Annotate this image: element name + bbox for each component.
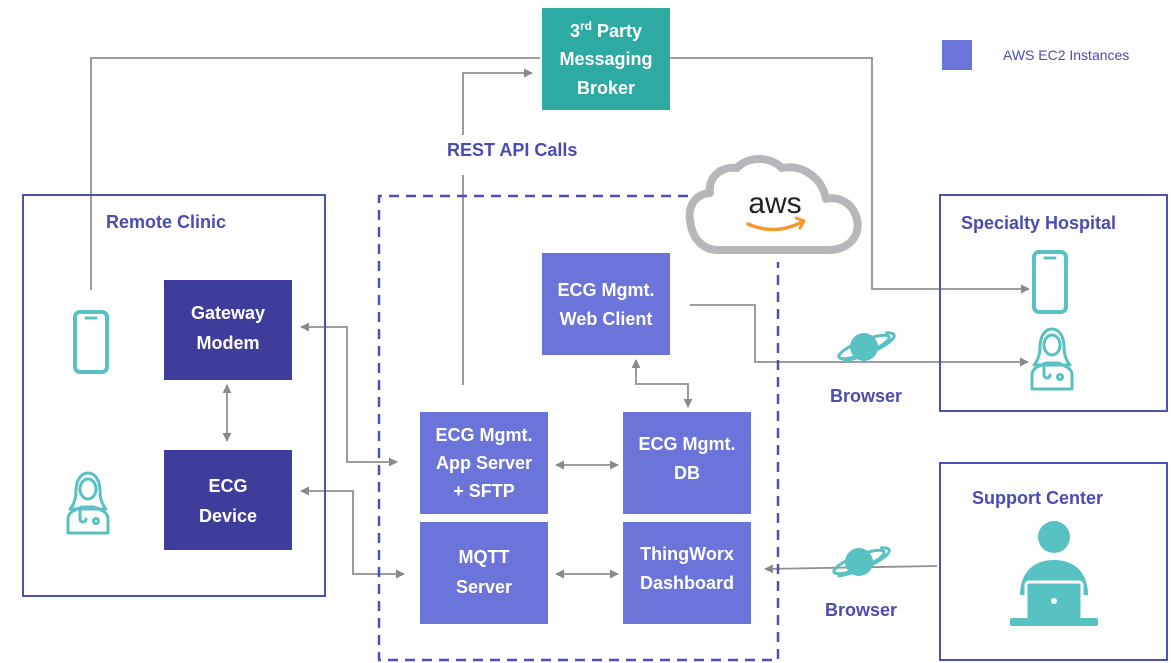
web-client-node xyxy=(542,253,670,355)
thingworx-line1: ThingWorx xyxy=(640,544,734,564)
remote-clinic-title: Remote Clinic xyxy=(106,212,226,232)
phone-to-broker-line xyxy=(90,57,540,290)
planet-browser-icon xyxy=(830,543,894,581)
db-line1: ECG Mgmt. xyxy=(639,434,736,454)
broker-label-line3: Broker xyxy=(577,78,635,98)
specialty-hospital-container xyxy=(939,194,1168,412)
app-server-node xyxy=(420,412,548,514)
mobile-phone-icon xyxy=(73,310,109,374)
legend-label: AWS EC2 Instances xyxy=(1003,47,1129,63)
broker-label-line2: Messaging xyxy=(559,49,652,69)
webclient-to-hospital-line xyxy=(690,304,1029,367)
app-server-line1: ECG Mgmt. xyxy=(436,425,533,445)
app-server-line2: App Server xyxy=(436,453,532,473)
mobile-phone-icon xyxy=(1032,250,1068,314)
legend-swatch xyxy=(942,40,972,70)
mqtt-line1: MQTT xyxy=(459,547,510,567)
browser-label-support: Browser xyxy=(825,600,897,620)
web-client-line2: Web Client xyxy=(560,309,653,329)
doctor-icon xyxy=(66,471,110,535)
ecg-device-line2: Device xyxy=(199,506,257,526)
gateway-modem-node xyxy=(164,280,292,380)
cloud-icon: aws xyxy=(685,155,862,254)
planet-browser-icon xyxy=(835,328,899,366)
gateway-to-appserver-line xyxy=(300,322,398,467)
support-center-title: Support Center xyxy=(972,488,1103,508)
thingworx-node xyxy=(623,522,751,624)
aws-container xyxy=(377,194,780,662)
gateway-modem-line2: Modem xyxy=(197,333,260,353)
messaging-broker-node xyxy=(542,8,670,110)
ecg-device-line1: ECG xyxy=(208,476,247,496)
broker-label-line1: 3rd Party xyxy=(570,19,642,41)
webclient-to-db-line xyxy=(631,359,693,408)
db-line2: DB xyxy=(674,463,700,483)
laptop-user-icon xyxy=(1010,521,1098,626)
support-center-container xyxy=(939,462,1168,661)
mqtt-line2: Server xyxy=(456,577,512,597)
mqtt-server-node xyxy=(420,522,548,624)
rest-api-label: REST API Calls xyxy=(447,140,577,160)
browser-label-hospital: Browser xyxy=(830,386,902,406)
doctor-icon xyxy=(1030,327,1074,391)
app-server-line3: + SFTP xyxy=(453,481,515,501)
ecg-device-node xyxy=(164,450,292,550)
aws-logo-text: aws xyxy=(748,187,801,220)
rest-api-line-upper xyxy=(462,68,533,135)
broker-to-hospital-phone-line xyxy=(670,57,1030,294)
web-client-line1: ECG Mgmt. xyxy=(558,280,655,300)
specialty-hospital-title: Specialty Hospital xyxy=(961,213,1116,233)
device-to-mqtt-line xyxy=(300,486,405,579)
db-node xyxy=(623,412,751,514)
thingworx-line2: Dashboard xyxy=(640,573,734,593)
remote-clinic-container xyxy=(22,194,326,597)
gateway-modem-line1: Gateway xyxy=(191,303,265,323)
